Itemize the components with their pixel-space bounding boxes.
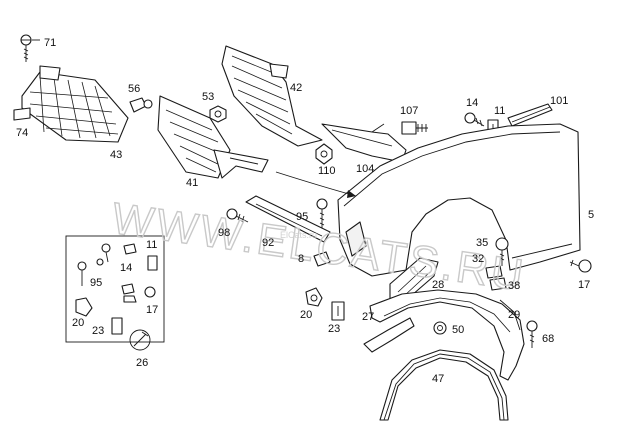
part-32-clip: [485, 265, 503, 279]
callout-41: 41: [186, 177, 198, 189]
callout-71: 71: [44, 37, 56, 49]
arrow-41-to-fender: [275, 171, 357, 198]
part-41-grille: [157, 95, 269, 179]
inset-part-11-clip: [147, 255, 158, 271]
callout-23-center: 23: [328, 323, 340, 335]
part-23-clip-center: [331, 301, 345, 321]
part-101-strip: [507, 103, 553, 127]
callout-95-center: 95: [296, 211, 308, 223]
callout-38: 38: [508, 280, 520, 292]
callout-17-right: 17: [578, 279, 590, 291]
callout-inset-23: 23: [92, 325, 104, 337]
part-107-bolt: [401, 121, 428, 135]
callout-inset-11: 11: [146, 239, 157, 251]
inset-part-17-plug: [121, 283, 156, 303]
part-50-nut: [433, 321, 447, 335]
callout-53: 53: [202, 91, 214, 103]
callout-92: 92: [262, 237, 274, 249]
callout-inset-95: 95: [90, 277, 102, 289]
callout-inset-26: 26: [136, 357, 148, 369]
callout-8: 8: [298, 253, 304, 265]
callout-47: 47: [432, 373, 444, 385]
inset-part-95-bolt: [77, 258, 104, 286]
part-17-plug: [569, 259, 592, 273]
callout-inset-17: 17: [146, 304, 158, 316]
part-98-screw: [226, 208, 249, 223]
callout-28: 28: [432, 279, 444, 291]
callout-56: 56: [128, 83, 140, 95]
callout-11-top: 11: [494, 105, 505, 117]
watermark-small-text: ElCats.ru: [280, 230, 317, 240]
part-29-liner-edge: [499, 299, 521, 331]
inset-part-20-clip: [75, 297, 93, 317]
callout-29: 29: [508, 309, 520, 321]
callout-50: 50: [452, 324, 464, 336]
inset-part-23-clip: [111, 317, 123, 335]
callout-42: 42: [290, 82, 302, 94]
part-38-clip: [489, 277, 507, 291]
callout-14-top: 14: [466, 97, 478, 109]
part-53-nut: [209, 105, 227, 123]
part-35-screw: [495, 237, 509, 266]
part-95-bolt: [316, 198, 328, 228]
callout-35: 35: [476, 237, 488, 249]
part-27-liner: [363, 289, 525, 381]
callout-inset-20: 20: [72, 317, 84, 329]
callout-20-center: 20: [300, 309, 312, 321]
part-42-grille: [221, 45, 323, 147]
part-8-clip: [313, 251, 331, 267]
callout-98: 98: [218, 227, 230, 239]
callout-5: 5: [588, 209, 594, 221]
callout-74: 74: [16, 127, 28, 139]
part-47-arch-strip: [379, 349, 509, 421]
part-110-nut: [315, 143, 333, 165]
callout-27: 27: [362, 311, 374, 323]
part-71-screw: [20, 34, 40, 62]
part-20-clip-center: [305, 287, 323, 307]
part-104-bracket: [321, 123, 407, 163]
inset-box: [65, 235, 165, 351]
part-68-screw: [526, 320, 538, 348]
inset-part-14-screw: [101, 243, 137, 263]
callout-110: 110: [318, 165, 336, 177]
part-92-strip: [245, 195, 331, 243]
callout-32: 32: [472, 253, 484, 265]
watermark-text: WWW.ELCATS.RU: [109, 194, 529, 301]
part-14-screw-top: [464, 112, 485, 127]
callout-104: 104: [356, 163, 374, 175]
callout-101: 101: [550, 95, 568, 107]
callout-68: 68: [542, 333, 554, 345]
part-43-grid-panel: [13, 65, 129, 143]
callout-inset-14: 14: [120, 262, 132, 274]
callout-43: 43: [110, 149, 122, 161]
callout-107: 107: [400, 105, 418, 117]
part-56-clip: [129, 97, 153, 113]
inset-part-26-wrench: [129, 329, 151, 351]
